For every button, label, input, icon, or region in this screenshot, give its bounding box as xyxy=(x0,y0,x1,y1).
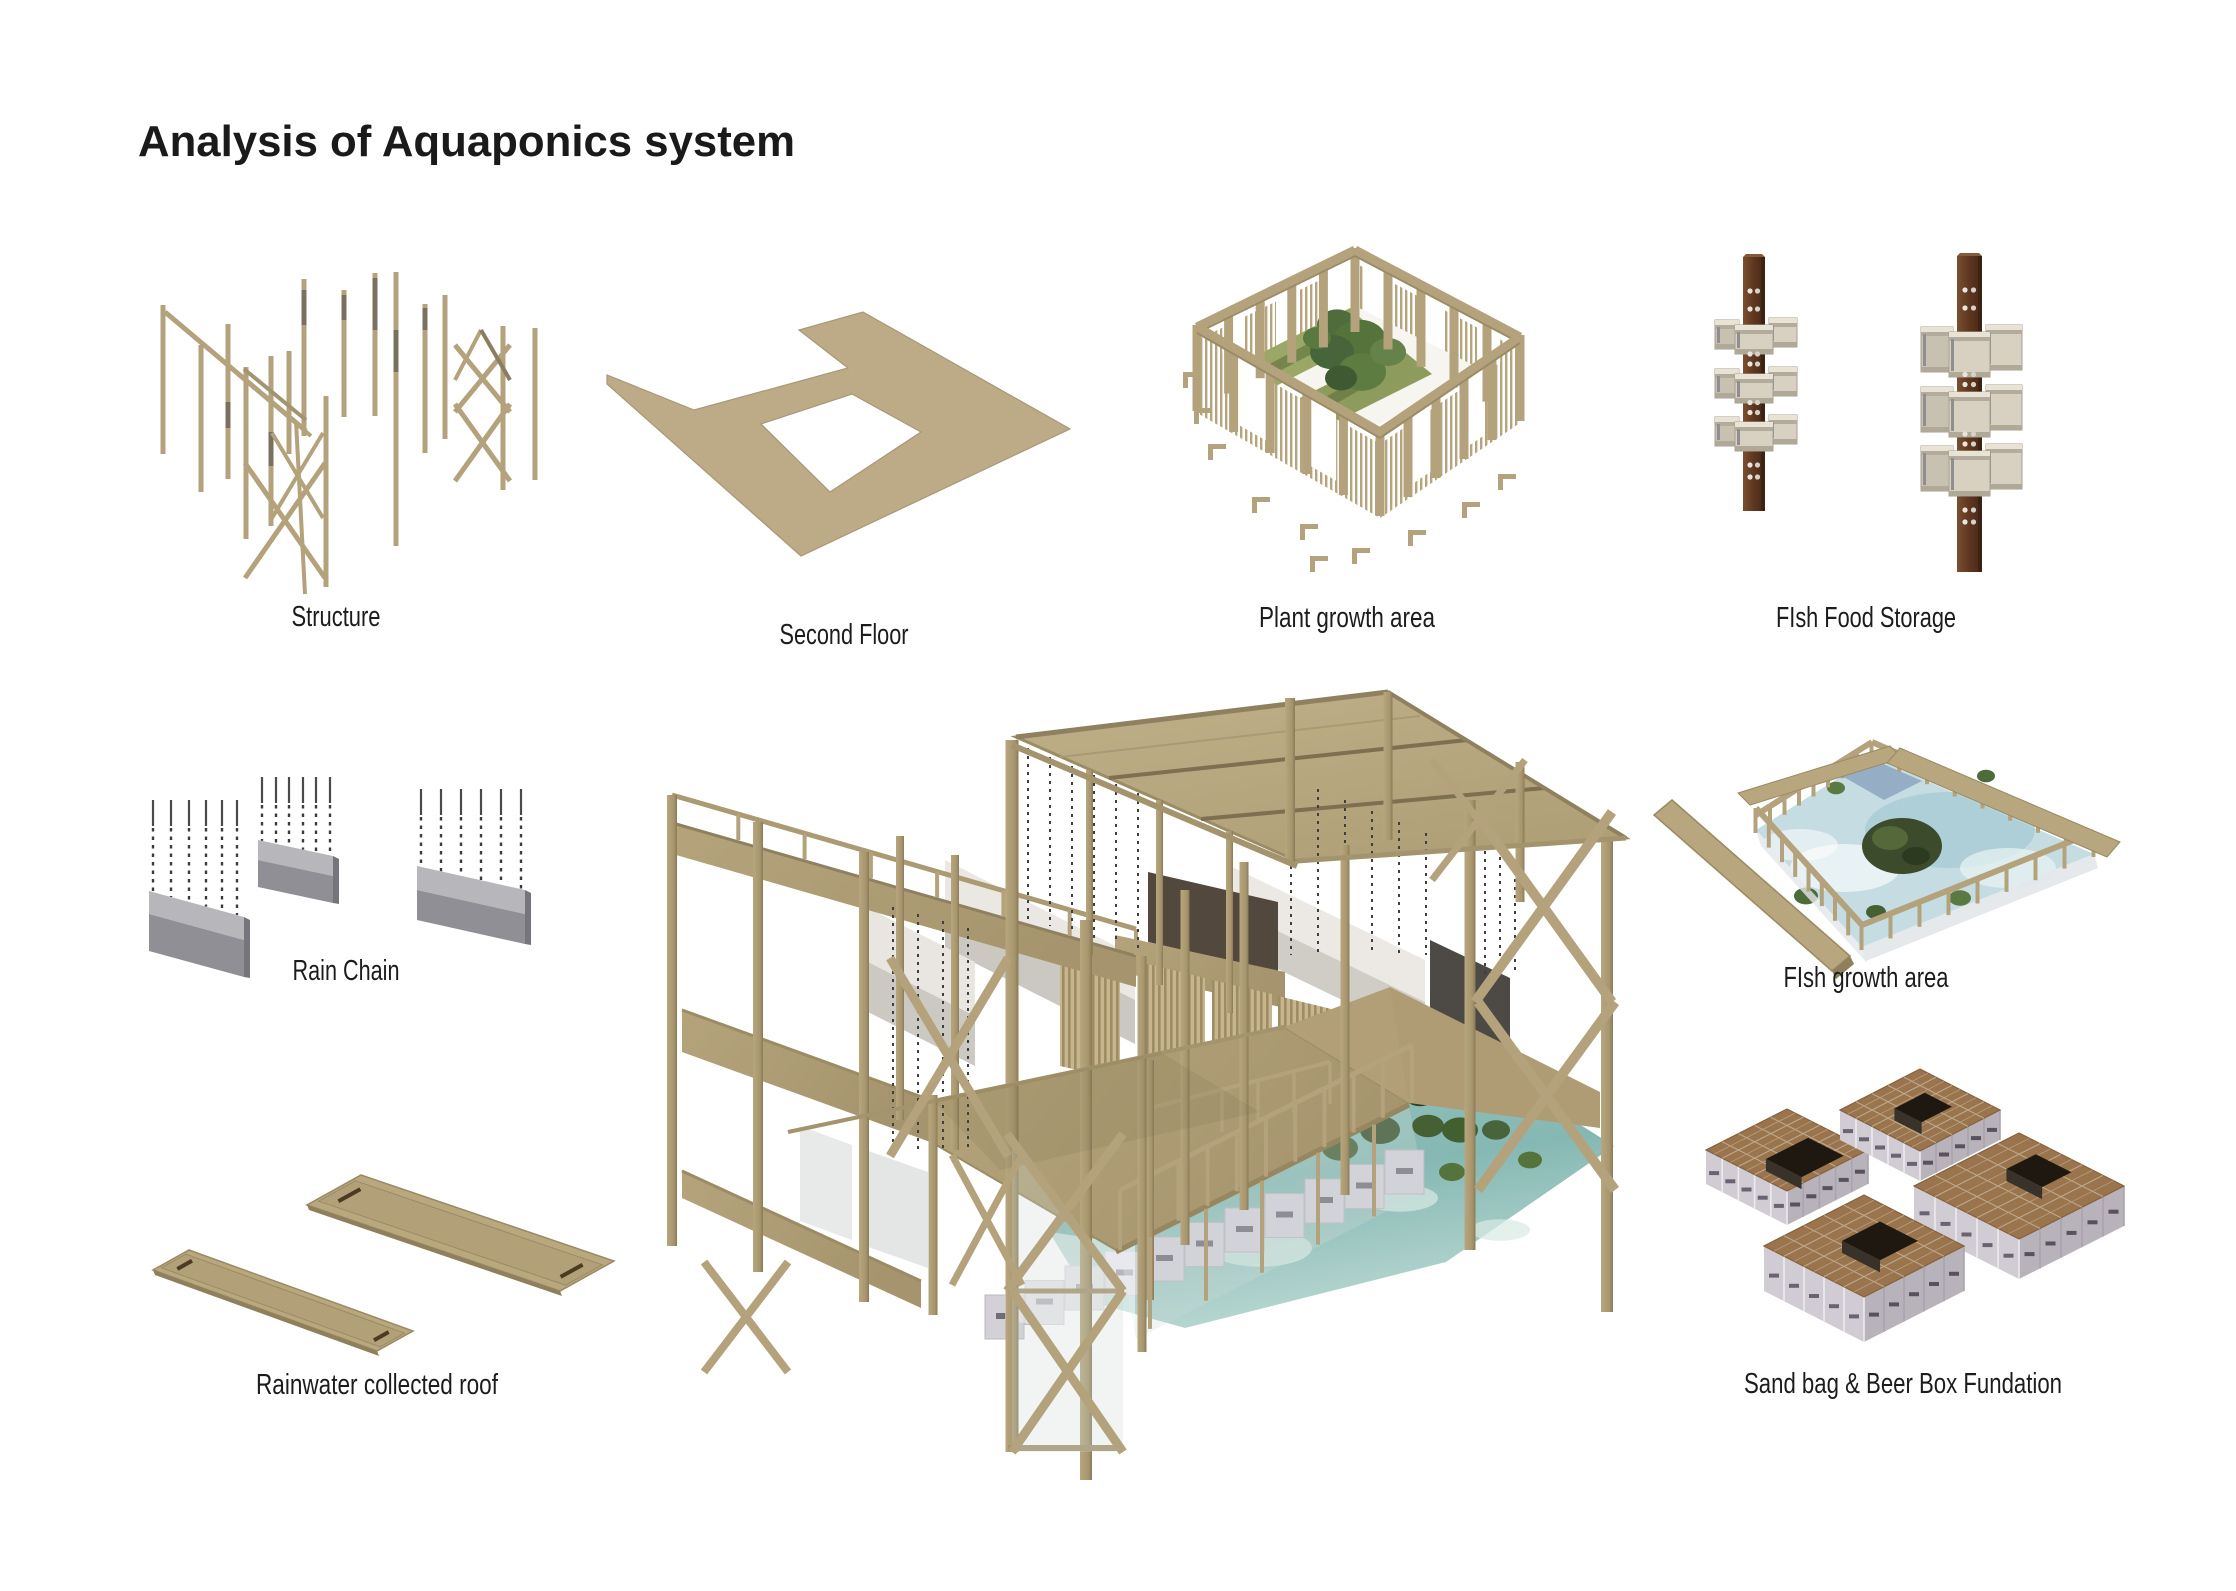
svg-text:Sand bag & Beer Box Fundation: Sand bag & Beer Box Fundation xyxy=(1744,1368,2062,1400)
svg-text:Analysis of Aquaponics system: Analysis of Aquaponics system xyxy=(138,118,795,166)
svg-text:Plant growth area: Plant growth area xyxy=(1259,602,1436,634)
svg-text:Structure: Structure xyxy=(292,601,381,633)
svg-text:FIsh Food Storage: FIsh Food Storage xyxy=(1776,602,1956,634)
svg-text:Rainwater collected roof: Rainwater collected roof xyxy=(256,1369,499,1401)
svg-text:FIsh growth area: FIsh growth area xyxy=(1784,962,1950,994)
svg-text:Second Floor: Second Floor xyxy=(780,619,909,651)
svg-text:Rain Chain: Rain Chain xyxy=(293,955,400,987)
